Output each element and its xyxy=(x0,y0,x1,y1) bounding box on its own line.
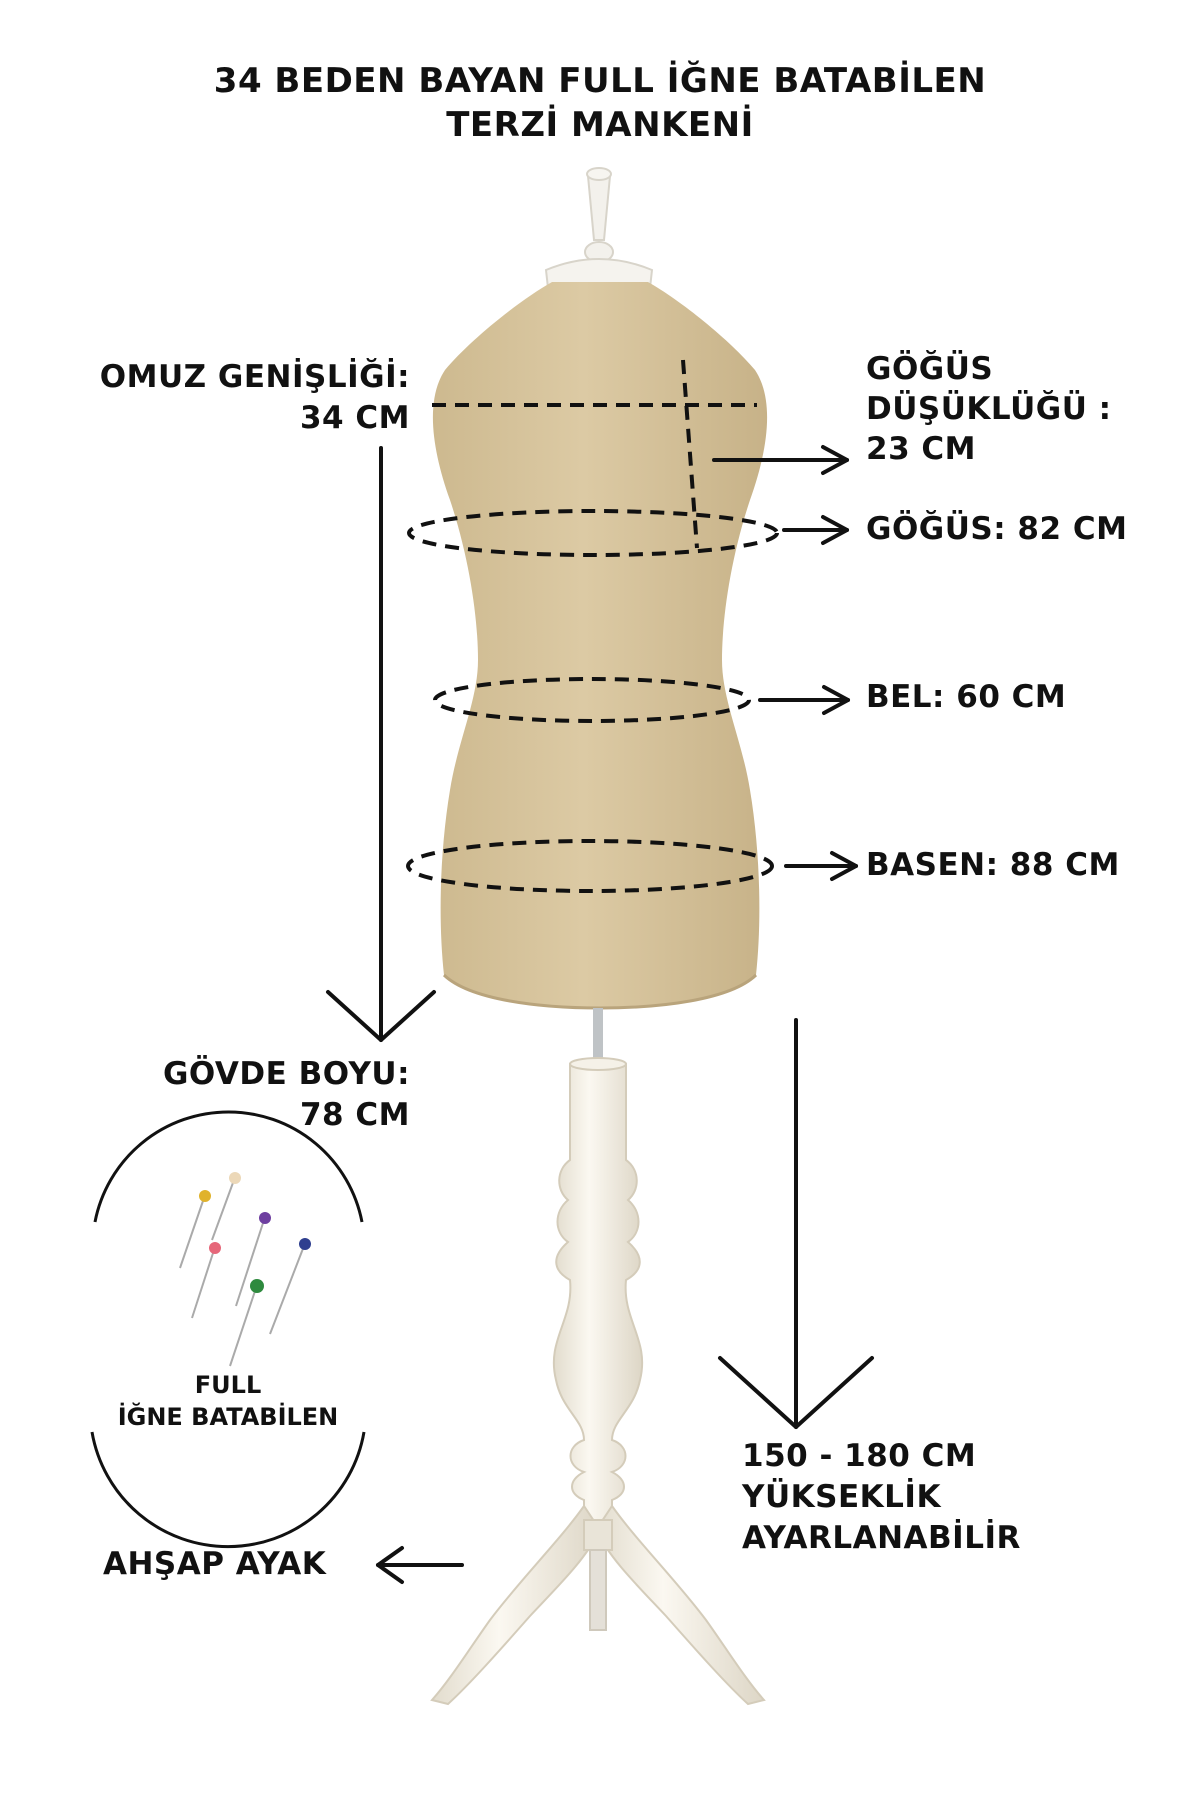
pin-icon xyxy=(235,1212,271,1307)
pin-icon xyxy=(229,1279,264,1367)
arrow-right-icon xyxy=(712,445,849,475)
height-range: 150 - 180 CM xyxy=(742,1438,977,1474)
bust-drop-line xyxy=(681,359,699,549)
page-title-line1: 34 BEDEN BAYAN FULL İĞNE BATABİLEN xyxy=(213,61,987,101)
page-title-line2: TERZİ MANKENİ xyxy=(446,105,754,145)
measurement-lines xyxy=(406,359,779,893)
neck-finial xyxy=(544,167,654,289)
waist-ellipse xyxy=(433,677,751,723)
pin-icon xyxy=(191,1242,221,1319)
bust-label: GÖĞÜS: 82 CM xyxy=(866,511,1128,547)
bust-drop-label-2: DÜŞÜKLÜĞÜ : xyxy=(866,391,1112,427)
pin-icon xyxy=(211,1172,241,1241)
arrow-down-icon xyxy=(326,446,436,1042)
wood-stand xyxy=(552,1063,644,1521)
torso xyxy=(432,282,768,1008)
arrow-right-icon xyxy=(784,851,858,881)
pins-badge xyxy=(90,1110,366,1549)
shoulder-label: OMUZ GENİŞLİĞİ: xyxy=(99,359,410,395)
hip-ellipse xyxy=(406,839,774,893)
arrow-left-icon xyxy=(376,1546,464,1584)
stand-top-cap xyxy=(569,1057,627,1071)
shoulder-value: 34 CM xyxy=(299,400,410,436)
tripod-legs xyxy=(430,1504,766,1706)
pin-icon xyxy=(179,1190,211,1269)
arrow-right-icon xyxy=(758,685,850,715)
arrow-down-icon xyxy=(718,1018,874,1429)
badge-arc-bottom xyxy=(90,1431,366,1549)
bust-drop-label-1: GÖĞÜS xyxy=(866,351,994,387)
hip-label: BASEN: 88 CM xyxy=(866,847,1120,883)
pin-icon xyxy=(269,1238,311,1335)
badge-arc-top xyxy=(93,1110,364,1223)
arrows xyxy=(326,445,874,1584)
height-pole xyxy=(593,1008,603,1064)
stand-label: AHŞAP AYAK xyxy=(103,1546,327,1582)
bust-ellipse xyxy=(407,509,779,557)
torso-length-label: GÖVDE BOYU: xyxy=(162,1056,410,1092)
torso-length-value: 78 CM xyxy=(299,1097,410,1133)
bust-drop-value: 23 CM xyxy=(866,431,977,467)
pins-label-1: FULL xyxy=(194,1371,262,1399)
arrow-right-icon xyxy=(782,515,849,545)
waist-label: BEL: 60 CM xyxy=(866,679,1067,715)
height-label-1: YÜKSEKLİK xyxy=(742,1479,941,1515)
height-label-2: AYARLANABİLİR xyxy=(742,1520,1021,1556)
pins-label-2: İĞNE BATABİLEN xyxy=(117,1403,339,1431)
